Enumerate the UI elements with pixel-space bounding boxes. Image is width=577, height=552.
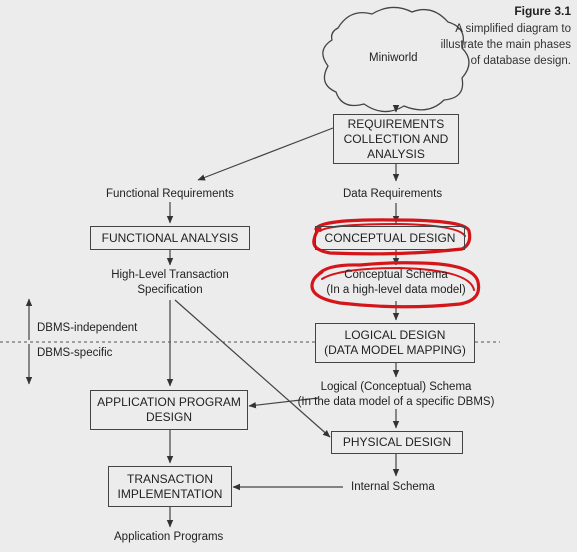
arrow-spec-to-physical <box>174 299 331 438</box>
miniworld-label: Miniworld <box>369 52 418 64</box>
functional-analysis-box: FUNCTIONAL ANALYSIS <box>90 226 250 250</box>
physical-design-label: PHYSICAL DESIGN <box>342 435 452 449</box>
transaction-implementation-label: TRANSACTION IMPLEMENTATION <box>117 471 223 501</box>
highlight-conceptual-schema-2 <box>321 266 475 291</box>
requirements-box: REQUIREMENTS COLLECTION AND ANALYSIS <box>333 114 459 164</box>
dbms-independent-label: DBMS-independent <box>37 322 138 334</box>
logical-design-box: LOGICAL DESIGN (DATA MODEL MAPPING) <box>315 323 475 363</box>
high-level-spec-label: High-Level Transaction Specification <box>111 269 229 296</box>
miniworld-cloud <box>322 6 470 113</box>
figure-label: Figure 3.1 <box>514 4 571 18</box>
figure-caption: A simplified diagram to illustrate the m… <box>440 23 571 67</box>
logical-schema-label: Logical (Conceptual) Schema (In the data… <box>297 381 495 408</box>
data-requirements-label: Data Requirements <box>343 188 443 200</box>
requirements-label: REQUIREMENTS COLLECTION AND ANALYSIS <box>343 116 449 161</box>
application-program-design-box: APPLICATION PROGRAM DESIGN <box>90 390 248 430</box>
functional-analysis-label: FUNCTIONAL ANALYSIS <box>101 230 239 245</box>
physical-design-box: PHYSICAL DESIGN <box>331 431 463 454</box>
arrow-logicalschema-to-appdesign <box>248 397 319 409</box>
functional-requirements-label: Functional Requirements <box>106 188 234 200</box>
highlight-conceptual-design-2 <box>319 222 466 237</box>
application-programs-label: Application Programs <box>114 531 224 543</box>
highlight-conceptual-schema <box>310 261 481 309</box>
conceptual-schema-label: Conceptual Schema (In a high-level data … <box>326 269 466 296</box>
conceptual-design-label: CONCEPTUAL DESIGN <box>324 230 456 245</box>
transaction-implementation-box: TRANSACTION IMPLEMENTATION <box>108 466 232 507</box>
arrow-requirements-to-funcreq <box>197 127 334 181</box>
application-program-design-label: APPLICATION PROGRAM DESIGN <box>97 395 241 424</box>
internal-schema-label: Internal Schema <box>351 481 435 493</box>
logical-design-label: LOGICAL DESIGN (DATA MODEL MAPPING) <box>324 328 466 357</box>
dbms-specific-label: DBMS-specific <box>37 347 113 359</box>
conceptual-design-box: CONCEPTUAL DESIGN <box>315 226 465 250</box>
